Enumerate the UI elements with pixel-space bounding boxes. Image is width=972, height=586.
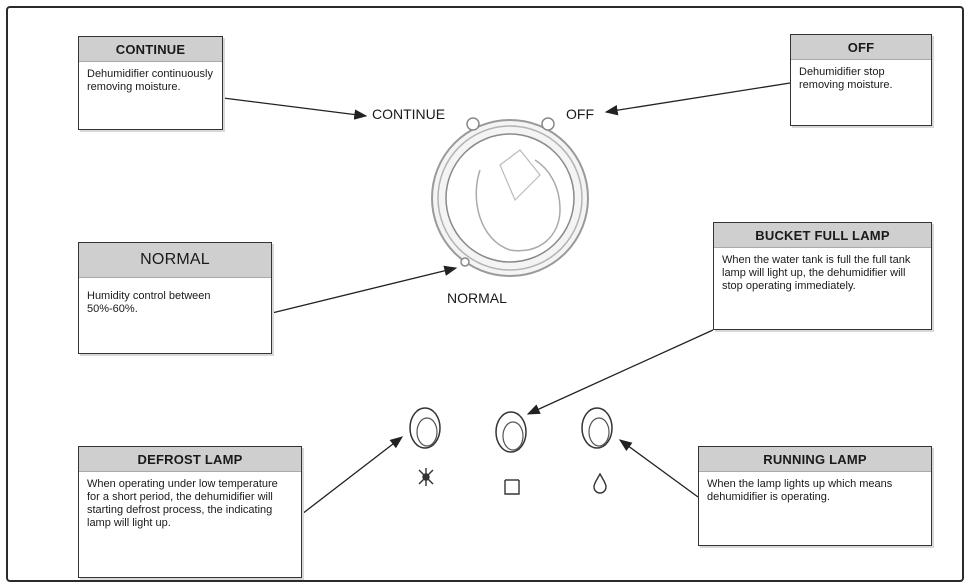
defrost-lamp-text: When operating under low temperature for… (87, 478, 278, 529)
continue-indicator-dot (466, 117, 480, 131)
running-lamp-text: When the lamp lights up which means dehu… (707, 478, 893, 503)
off-indicator-dot (541, 117, 555, 131)
water-drop-icon (593, 472, 607, 494)
off-arrow (604, 82, 791, 116)
normal-arrow (271, 265, 458, 314)
continue-callout-text: Dehumidifier continuously removing moist… (87, 68, 213, 93)
bucket-full-lamp (495, 411, 527, 453)
bucket-icon (504, 479, 520, 495)
diagram-frame (6, 6, 964, 582)
defrost-lamp (409, 407, 441, 449)
continue-arrow (222, 97, 368, 120)
continue-position-label: CONTINUE (372, 106, 446, 122)
normal-position-label: NORMAL (447, 290, 507, 306)
bucket-full-lamp-title: BUCKET FULL LAMP (714, 223, 931, 248)
running-lamp-title: RUNNING LAMP (699, 447, 931, 472)
running-arrow (618, 439, 699, 498)
normal-indicator-dot (460, 257, 470, 267)
continue-callout: CONTINUE Dehumidifier continuously remov… (78, 36, 223, 130)
off-callout-text: Dehumidifier stop removing moisture. (799, 66, 893, 91)
bucket-full-lamp-text: When the water tank is full the full tan… (722, 254, 911, 292)
bucket-full-arrow (526, 329, 714, 415)
running-lamp (581, 407, 613, 449)
off-callout-title: OFF (791, 35, 931, 60)
normal-callout-title: NORMAL (79, 243, 271, 278)
continue-callout-title: CONTINUE (79, 37, 222, 62)
normal-callout-text: Humidity control between 50%-60%. (87, 290, 211, 315)
running-lamp-callout: RUNNING LAMP When the lamp lights up whi… (698, 446, 932, 546)
defrost-lamp-title: DEFROST LAMP (79, 447, 301, 472)
off-position-label: OFF (566, 106, 594, 122)
mode-dial[interactable] (431, 117, 589, 277)
defrost-arrow (301, 436, 404, 515)
bucket-full-lamp-callout: BUCKET FULL LAMP When the water tank is … (713, 222, 932, 330)
normal-callout: NORMAL Humidity control between 50%-60%. (78, 242, 272, 354)
defrost-lamp-callout: DEFROST LAMP When operating under low te… (78, 446, 302, 578)
snowflake-icon (418, 468, 434, 486)
off-callout: OFF Dehumidifier stop removing moisture. (790, 34, 932, 126)
